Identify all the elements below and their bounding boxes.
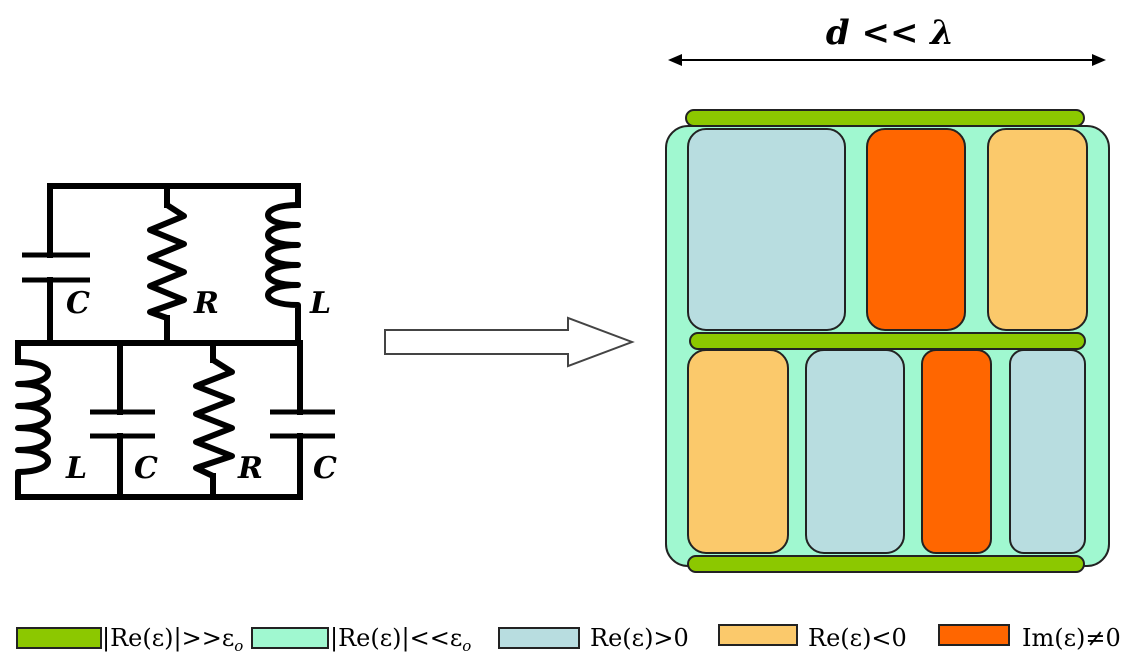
inductor-top xyxy=(265,202,301,318)
scale-arrow-left-head xyxy=(668,54,682,66)
cell-top-red xyxy=(866,128,966,331)
label-res-top: R xyxy=(193,286,219,321)
cell-bottom-red xyxy=(921,349,992,554)
inductor-bottom xyxy=(15,359,51,479)
green-bar-bottom xyxy=(687,555,1085,573)
legend-text-red: Im(ε)≠0 xyxy=(1022,624,1121,652)
cell-top-lightblue xyxy=(687,128,846,331)
label-ind-bottom: L xyxy=(65,451,87,486)
label-cap-bottom-1: C xyxy=(134,451,158,486)
scale-label: d << λ xyxy=(826,13,954,53)
legend: |Re(ε)|>>εo |Re(ε)|<<εo Re(ε)>0 Re(ε)<0 … xyxy=(16,624,1121,655)
scale-arrow-right-head xyxy=(1092,54,1106,66)
cell-bottom-lightblue-1 xyxy=(805,349,905,554)
resistor-top xyxy=(147,202,187,321)
legend-item-mint: |Re(ε)|<<εo xyxy=(251,624,471,655)
label-cap-bottom-2: C xyxy=(313,451,337,486)
legend-swatch-lightblue xyxy=(498,627,580,649)
capacitor-bottom-2 xyxy=(270,409,335,439)
legend-item-orange: Re(ε)<0 xyxy=(718,624,907,652)
capacitor-bottom-1 xyxy=(90,409,155,439)
rlc-circuit: C R L L C R C xyxy=(15,183,337,500)
legend-swatch-orange xyxy=(718,624,798,646)
cell-bottom-lightblue-2 xyxy=(1009,349,1086,554)
green-bar-top xyxy=(685,109,1085,127)
legend-swatch-green xyxy=(16,627,102,649)
legend-text-mint: |Re(ε)|<<εo xyxy=(330,624,471,655)
green-bar-middle xyxy=(689,332,1086,350)
cell-bottom-orange xyxy=(687,349,789,554)
legend-text-orange: Re(ε)<0 xyxy=(808,624,907,652)
legend-swatch-mint xyxy=(251,627,329,649)
legend-text-lightblue: Re(ε)>0 xyxy=(590,624,689,652)
cell-top-orange xyxy=(987,128,1088,331)
resistor-bottom xyxy=(193,357,235,479)
transform-arrow xyxy=(384,316,635,368)
legend-text-green: |Re(ε)|>>εo xyxy=(102,624,243,655)
legend-item-green: |Re(ε)|>>εo xyxy=(16,624,243,655)
label-res-bottom: R xyxy=(237,451,263,486)
metamaterial-block xyxy=(665,109,1110,573)
legend-item-red: Im(ε)≠0 xyxy=(938,624,1121,652)
label-ind-top: L xyxy=(309,286,331,321)
legend-swatch-red xyxy=(938,624,1010,646)
capacitor-top xyxy=(22,252,90,283)
scale-indicator: d << λ xyxy=(668,13,1106,66)
label-cap-top: C xyxy=(66,286,90,321)
legend-item-lightblue: Re(ε)>0 xyxy=(498,624,689,652)
